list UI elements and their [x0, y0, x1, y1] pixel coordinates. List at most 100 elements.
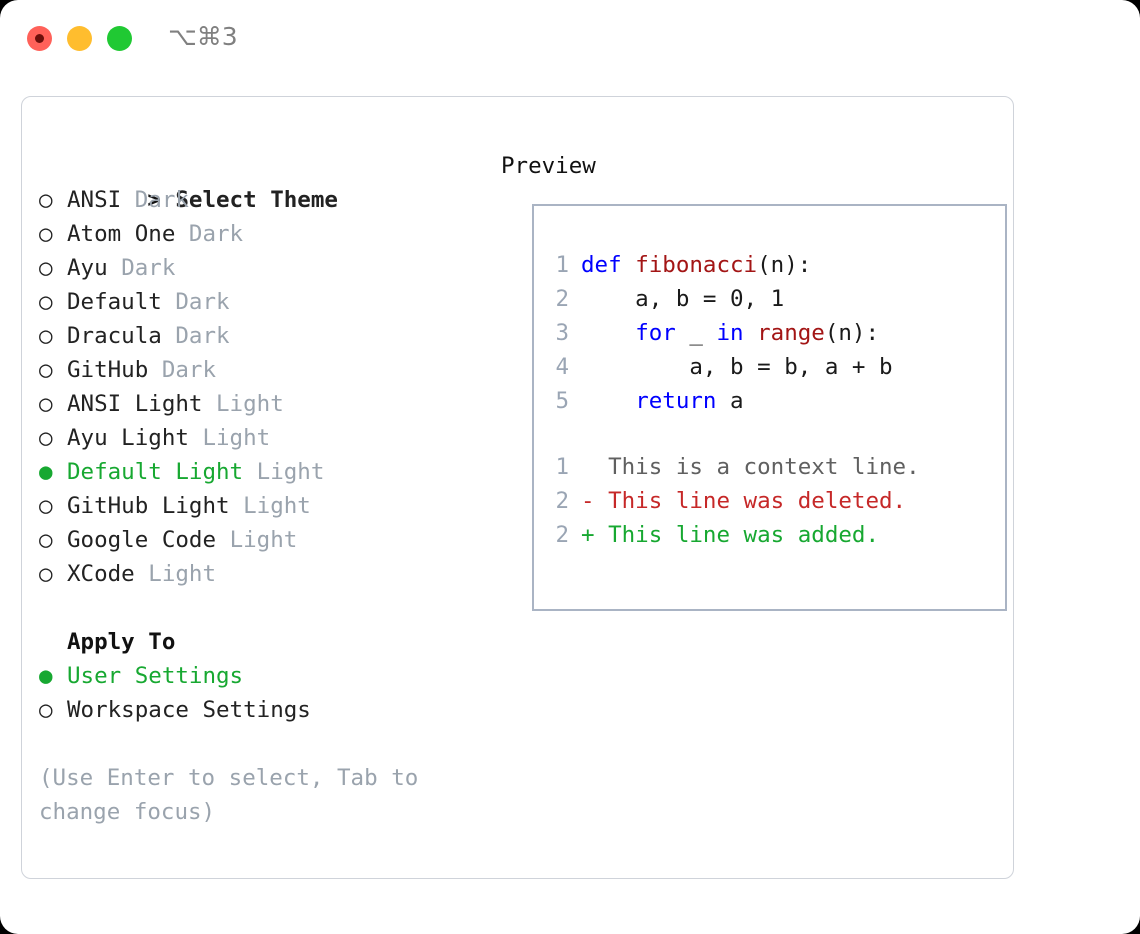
radio-unselected-icon: ○ [39, 357, 53, 383]
theme-option-ayu[interactable]: ○Ayu Dark [39, 251, 479, 285]
spacer [202, 391, 216, 417]
spacer [175, 221, 189, 247]
code-token: a, b = b, a + b [581, 354, 893, 380]
theme-option-ansi[interactable]: ○ ANSI Dark [39, 183, 479, 217]
code-token: _ [675, 320, 717, 346]
radio-unselected-icon: ○ [39, 391, 53, 417]
theme-option-name: ANSI [67, 187, 122, 213]
theme-option-kind: Dark [175, 323, 230, 349]
theme-option-name: Default [67, 289, 162, 315]
apply-to-option-workspace-settings[interactable]: ○Workspace Settings [39, 693, 479, 727]
diff-line: 1 This is a context line. [545, 450, 1005, 484]
theme-option-kind: Dark [121, 255, 176, 281]
code-token: fibonacci [635, 252, 758, 278]
radio-unselected-icon: ○ [39, 187, 53, 213]
radio-unselected-icon: ○ [39, 697, 53, 723]
radio-unselected-icon: ○ [39, 425, 53, 451]
spacer [162, 323, 176, 349]
theme-option-default-light[interactable]: ●Default Light Light [39, 455, 479, 489]
theme-option-kind: Light [243, 493, 311, 519]
diff-line: 2- This line was deleted. [545, 484, 1005, 518]
radio-unselected-icon: ○ [39, 289, 53, 315]
apply-to-title: Apply To [67, 629, 176, 655]
preview-label: Preview [501, 153, 596, 179]
theme-option-kind: Dark [161, 357, 217, 383]
close-button[interactable] [27, 26, 52, 51]
radio-unselected-icon: ○ [39, 493, 53, 519]
radio-selected-icon: ● [39, 663, 53, 689]
keyboard-shortcut-label: ⌥⌘3 [168, 22, 238, 51]
code-token: for [635, 320, 676, 346]
theme-option-name: Default Light [67, 459, 244, 485]
theme-option-kind: Dark [134, 187, 189, 213]
dialog-panel: >Select Theme ○ANSI Dark○Atom One Dark○A… [21, 96, 1014, 879]
spacer [108, 255, 122, 281]
radio-unselected-icon: ○ [39, 221, 53, 247]
spacer [121, 187, 135, 213]
code-line: 3 for _ in range(n): [545, 316, 1005, 350]
theme-option-github-light[interactable]: ○ GitHub Light Light [39, 489, 479, 523]
theme-option-kind: Light [229, 527, 298, 553]
select-theme-header: > Select Theme [39, 149, 479, 213]
code-line: 5 return a [545, 384, 1005, 418]
prompt-caret-icon: > [147, 187, 161, 213]
theme-option-default[interactable]: ○Default Dark [39, 285, 479, 319]
diff-sample: 1 This is a context line.2- This line wa… [545, 450, 1005, 552]
line-number: 5 [555, 388, 569, 414]
diff-line: 2+ This line was added. [545, 518, 1005, 552]
code-token: return [635, 388, 717, 414]
maximize-button[interactable] [107, 26, 132, 51]
code-token [581, 320, 635, 346]
theme-selection-column: >Select Theme ○ANSI Dark○Atom One Dark○A… [39, 149, 479, 829]
select-theme-title: Select Theme [175, 187, 338, 213]
apply-to-option-user-settings[interactable]: ● User Settings [39, 659, 479, 693]
code-token: def [581, 252, 636, 278]
line-number: 3 [555, 320, 569, 346]
line-number: 2 [555, 286, 569, 312]
theme-option-google-code[interactable]: ○Google Code Light [39, 523, 479, 557]
theme-option-atom-one[interactable]: ○Atom One Dark [39, 217, 479, 251]
radio-unselected-icon: ○ [39, 323, 53, 349]
apply-to-option-label: User Settings [67, 663, 244, 689]
theme-option-ansi-light[interactable]: ○ANSI Light Light [39, 387, 479, 421]
code-token: (n): [824, 320, 880, 346]
theme-option-kind: Light [148, 561, 217, 587]
code-token: in [716, 320, 744, 346]
code-line: 4 a, b = b, a + b [545, 350, 1005, 384]
theme-option-name: Ayu [67, 255, 108, 281]
theme-option-kind: Light [216, 391, 284, 417]
code-token: a, b = 0, 1 [581, 286, 785, 312]
line-number: 4 [555, 354, 569, 380]
apply-to-list: ● User Settings ○Workspace Settings [39, 659, 479, 727]
spacer [243, 459, 257, 485]
diff-text: + This line was added. [581, 522, 880, 548]
code-token: range [757, 320, 825, 346]
theme-option-name: GitHub Light [67, 493, 230, 519]
theme-option-name: Dracula [67, 323, 162, 349]
theme-option-dracula[interactable]: ○ Dracula Dark [39, 319, 479, 353]
spacer [135, 561, 149, 587]
spacer [148, 357, 162, 383]
radio-unselected-icon: ○ [39, 561, 53, 587]
theme-option-github[interactable]: ○GitHub Dark [39, 353, 479, 387]
line-number: 1 [555, 252, 569, 278]
theme-option-xcode[interactable]: ○ XCode Light [39, 557, 479, 591]
theme-option-kind: Dark [188, 221, 244, 247]
theme-option-kind: Light [256, 459, 325, 485]
line-number: 2 [555, 488, 569, 514]
theme-option-name: Google Code [67, 527, 217, 553]
spacer [189, 425, 203, 451]
spacer [216, 527, 230, 553]
minimize-button[interactable] [67, 26, 92, 51]
code-token: (n): [757, 252, 812, 278]
theme-option-ayu-light[interactable]: ○Ayu Light Light [39, 421, 479, 455]
theme-option-kind: Light [202, 425, 271, 451]
list-spacer [39, 591, 479, 625]
keyboard-hint-text: (Use Enter to select, Tab to change focu… [39, 765, 419, 825]
line-number: 1 [555, 454, 569, 480]
code-diff-gap [545, 418, 1005, 450]
theme-option-name: XCode [67, 561, 135, 587]
